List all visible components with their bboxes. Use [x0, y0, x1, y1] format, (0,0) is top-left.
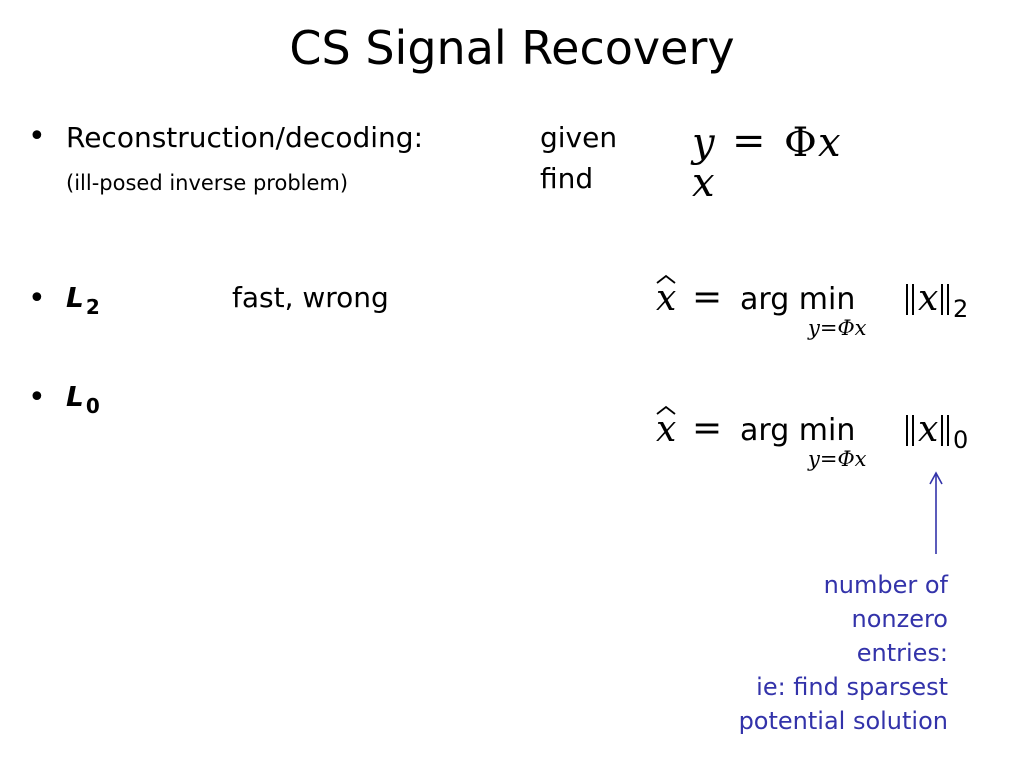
slide-title: CS Signal Recovery: [289, 21, 735, 75]
l0-symbol: L: [66, 380, 84, 413]
eq-x: x: [818, 120, 841, 166]
argmin-text: arg min: [740, 413, 855, 448]
xhat-var: x: [656, 409, 676, 450]
norm-bar: [941, 284, 943, 315]
bullet-dot: •: [28, 119, 46, 154]
annotation-line: potential solution: [738, 707, 948, 735]
norm-var: x: [918, 278, 938, 319]
given-equation: y = Φ x x: [690, 118, 841, 206]
l2-subscript: 2: [85, 295, 100, 319]
norm-bar: [906, 415, 908, 446]
l2-description: fast, wrong: [232, 281, 389, 314]
norm-bar: [912, 284, 914, 315]
eq-y: y: [690, 120, 716, 166]
reconstruction-label: Reconstruction/decoding:: [66, 121, 424, 154]
given-label: given: [540, 121, 618, 154]
eq-equals: =: [732, 118, 766, 164]
ill-posed-label: (ill-posed inverse problem): [66, 171, 349, 195]
equals-sign: =: [692, 277, 722, 318]
l0-formula: x = arg min y=Φx x 0: [656, 405, 968, 471]
argmin-constraint: y=Φx: [807, 447, 867, 471]
annotation-line: entries:: [856, 639, 948, 667]
hat-accent: [656, 274, 676, 284]
find-label: find: [540, 162, 594, 195]
xhat-var: x: [656, 278, 676, 319]
annotation-line: ie: find sparsest: [756, 673, 948, 701]
norm-bar: [941, 415, 943, 446]
hat-accent: [656, 405, 676, 415]
eq-phi: Φ: [784, 120, 817, 166]
norm-var: x: [918, 409, 938, 450]
up-arrow-icon: [929, 471, 943, 554]
l2-formula: x = arg min y=Φx x 2: [656, 274, 968, 340]
norm-bar: [912, 415, 914, 446]
norm-bar: [906, 284, 908, 315]
norm-subscript: 0: [953, 426, 968, 454]
find-x: x: [692, 160, 715, 206]
annotation-line: number of: [823, 571, 948, 599]
bullet-dot: •: [28, 281, 46, 316]
annotation-line: nonzero: [851, 605, 949, 633]
equals-sign: =: [692, 408, 722, 449]
norm-bar: [947, 284, 949, 315]
norm-bar: [947, 415, 949, 446]
argmin-constraint: y=Φx: [807, 316, 867, 340]
l2-symbol: L: [66, 281, 84, 314]
l0-subscript: 0: [85, 394, 100, 418]
norm-subscript: 2: [953, 295, 968, 323]
argmin-text: arg min: [740, 282, 855, 317]
annotation-note: number of nonzero entries: ie: find spar…: [739, 568, 948, 738]
bullet-dot: •: [28, 380, 46, 415]
